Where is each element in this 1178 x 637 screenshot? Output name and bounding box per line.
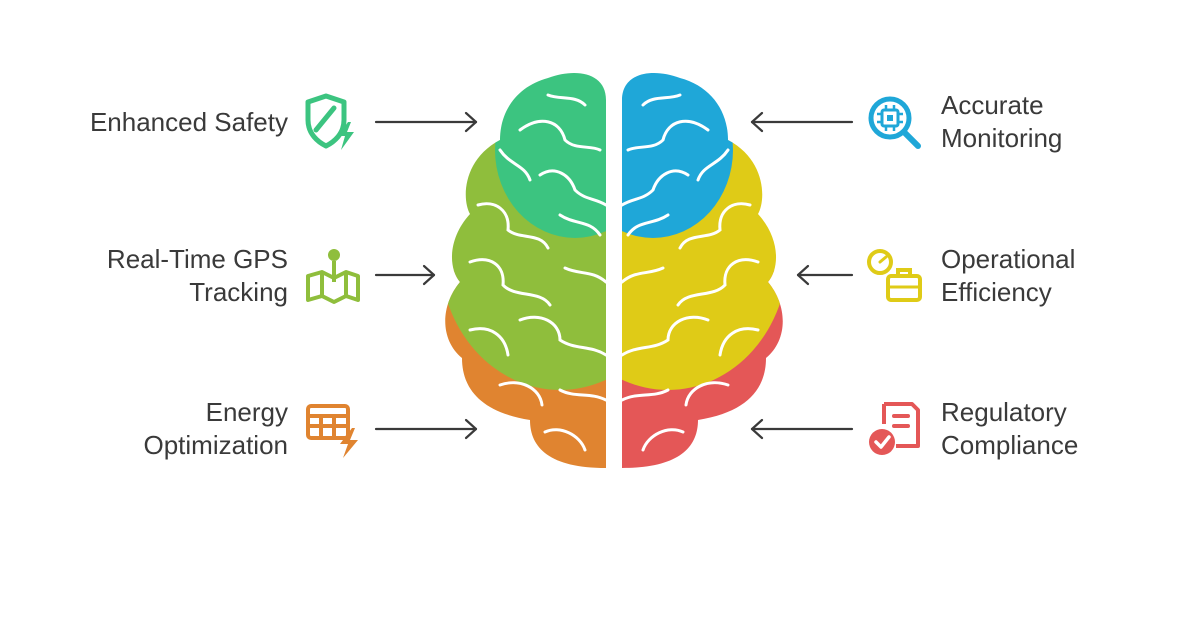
briefcase-gauge-icon (867, 249, 922, 302)
arrow-gps-tracking (374, 264, 436, 286)
label-energy-optimization: Energy Optimization (144, 396, 289, 462)
label-regulatory-compliance: Regulatory Compliance (941, 396, 1078, 462)
spreadsheet-bolt-icon (306, 404, 358, 458)
arrow-operational-efficiency (796, 264, 854, 286)
arrow-regulatory-compliance (750, 418, 854, 440)
label-regulatory-compliance-line-2: Compliance (941, 430, 1079, 460)
left-upper-lobe (495, 73, 606, 238)
map-pin-icon (306, 249, 360, 304)
label-operational-efficiency-line-2: Efficiency (941, 277, 1052, 307)
label-gps-tracking-line-2: Tracking (189, 277, 288, 307)
label-accurate-monitoring-line-1: Accurate (941, 90, 1044, 120)
label-energy-optimization-line-2: Optimization (143, 430, 289, 460)
label-gps-tracking-line-1: Real-Time GPS (106, 244, 288, 274)
right-hemisphere (622, 73, 783, 468)
right-upper-lobe (622, 73, 733, 238)
label-enhanced-safety-line-1: Enhanced Safety (89, 107, 288, 137)
label-accurate-monitoring-line-2: Monitoring (941, 123, 1063, 153)
arrow-enhanced-safety (374, 111, 478, 133)
left-hemisphere (445, 73, 606, 468)
left-middle-lobe (445, 120, 606, 390)
arrow-accurate-monitoring (750, 111, 854, 133)
right-middle-lobe (622, 120, 783, 390)
label-operational-efficiency: Operational Efficiency (941, 243, 1075, 309)
label-regulatory-compliance-line-1: Regulatory (941, 397, 1067, 427)
document-check-icon (869, 402, 920, 455)
label-operational-efficiency-line-1: Operational (941, 244, 1076, 274)
chip-magnifier-icon (868, 96, 921, 149)
label-energy-optimization-line-1: Energy (205, 397, 288, 427)
label-accurate-monitoring: Accurate Monitoring (941, 89, 1062, 155)
label-enhanced-safety: Enhanced Safety (90, 106, 288, 139)
label-gps-tracking: Real-Time GPS Tracking (107, 243, 288, 309)
shield-bolt-icon (305, 93, 354, 150)
arrow-energy-optimization (374, 418, 478, 440)
